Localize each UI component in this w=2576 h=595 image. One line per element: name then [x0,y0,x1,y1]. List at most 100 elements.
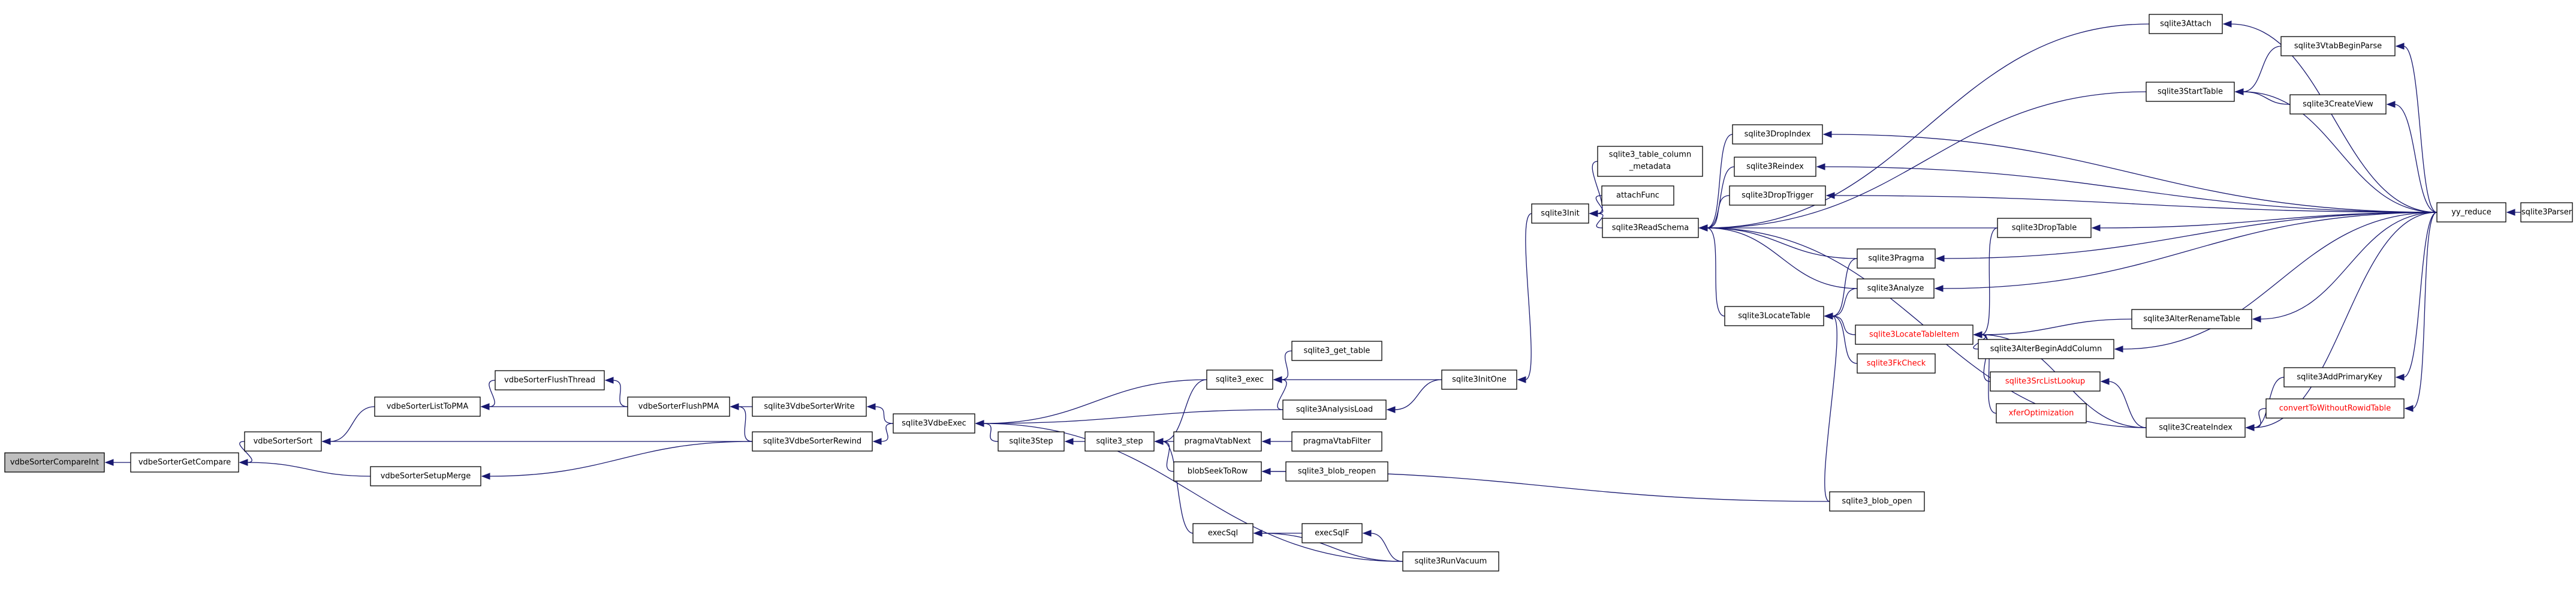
edge-sqlite3StartTable-sqlite3CreateView [2234,88,2291,105]
node-convertToWithoutRowidTable[interactable]: convertToWithoutRowidTable [2265,398,2405,419]
node-box [1285,461,1388,482]
node-sqlite3CreateIndex[interactable]: sqlite3CreateIndex [2146,417,2246,438]
node-sqlite3_blob_reopen[interactable]: sqlite3_blob_reopen [1285,461,1388,482]
node-box [1192,523,1254,543]
node-sqlite3_exec[interactable]: sqlite3_exec [1206,369,1273,390]
node-vdbeSorterSetupMerge[interactable]: vdbeSorterSetupMerge [370,466,481,486]
node-label: sqlite3DropIndex [1745,130,1811,139]
node-sqlite3Step[interactable]: sqlite3Step [998,431,1065,452]
node-label: sqlite3VtabBeginParse [2294,42,2382,51]
node-sqlite3DropIndex[interactable]: sqlite3DropIndex [1732,124,1823,145]
edge-sqlite3VdbeExec-sqlite3AnalysisLoad [975,409,1284,427]
edge-vdbeSorterListToPMA-vdbeSorterFlushPMA [480,403,628,410]
node-sqlite3VdbeExec[interactable]: sqlite3VdbeExec [893,413,975,434]
node-sqlite3LocateTable[interactable]: sqlite3LocateTable [1724,306,1824,326]
node-sqlite3Attach[interactable]: sqlite3Attach [2149,14,2223,34]
node-sqlite3AlterRenameTable[interactable]: sqlite3AlterRenameTable [2131,309,2252,329]
node-label: vdbeSorterGetCompare [138,458,231,467]
edge-sqlite3LocateTableItem-sqlite3AlterRenameTable [1973,318,2132,338]
node-sqlite3AnalysisLoad[interactable]: sqlite3AnalysisLoad [1282,399,1387,420]
node-vdbeSorterFlushPMA[interactable]: vdbeSorterFlushPMA [627,396,730,417]
node-sqlite3CreateView[interactable]: sqlite3CreateView [2289,94,2387,115]
node-xferOptimization[interactable]: xferOptimization [1996,403,2087,423]
node-yy_reduce[interactable]: yy_reduce [2436,202,2506,223]
node-label: pragmaVtabNext [1185,437,1251,446]
node-sqlite3DropTable[interactable]: sqlite3DropTable [1997,218,2092,238]
node-box [2283,367,2396,387]
edge-sqlite3AnalysisLoad-sqlite3InitOne [1386,379,1442,413]
node-sqlite3DropTrigger[interactable]: sqlite3DropTrigger [1729,185,1826,206]
node-box [998,431,1065,452]
node-sqlite3SrcListLookup[interactable]: sqlite3SrcListLookup [1990,371,2101,392]
node-box [1857,248,1936,269]
node-sqlite3AddPrimaryKey[interactable]: sqlite3AddPrimaryKey [2283,367,2396,387]
node-box [1601,185,1674,206]
node-vdbeSorterGetCompare[interactable]: vdbeSorterGetCompare [130,452,239,473]
edge-sqlite3AddPrimaryKey-yy_reduce [2395,212,2438,381]
node-vdbeSorterFlushThread[interactable]: vdbeSorterFlushThread [495,370,605,390]
node-label: sqlite3_step [1096,437,1143,446]
node-blobSeekToRow[interactable]: blobSeekToRow [1173,461,1262,482]
node-attachFunc[interactable]: attachFunc [1601,185,1674,206]
edge-vdbeSorterSetupMerge-sqlite3VdbeSorterRewind [481,441,753,480]
edge-sqlite3AlterBeginAddColumn-yy_reduce [2114,212,2438,353]
edge-sqlite3LocateTable-sqlite3Pragma [1824,258,1858,320]
node-label: sqlite3VdbeSorterRewind [763,437,861,446]
node-label: sqlite3RunVacuum [1415,557,1487,566]
node-sqlite3Reindex[interactable]: sqlite3Reindex [1734,157,1816,177]
node-box [1602,218,1699,238]
node-box [1996,403,2087,423]
node-box [130,452,239,473]
node-sqlite3LocateTableItem[interactable]: sqlite3LocateTableItem [1855,324,1974,345]
edge-sqlite3Attach-yy_reduce [2222,20,2438,213]
node-box [752,431,873,452]
node-box [2146,417,2246,438]
node-sqlite3AlterBeginAddColumn[interactable]: sqlite3AlterBeginAddColumn [1978,339,2114,359]
node-box [2289,94,2387,115]
node-sqlite3VtabBeginParse[interactable]: sqlite3VtabBeginParse [2280,36,2396,56]
edge-sqlite3LocateTableItem-sqlite3DropTable [1973,227,1998,338]
node-sqlite3Pragma[interactable]: sqlite3Pragma [1857,248,1936,269]
node-sqlite3FkCheck[interactable]: sqlite3FkCheck [1857,353,1936,374]
node-sqlite3ReadSchema[interactable]: sqlite3ReadSchema [1602,218,1699,238]
edge-sqlite3VdbeExec-sqlite3RunVacuum [975,420,1403,562]
node-execSqlF[interactable]: execSqlF [1301,523,1363,543]
node-sqlite3Analyze[interactable]: sqlite3Analyze [1857,278,1935,299]
node-label: sqlite3CreateIndex [2159,423,2232,432]
edge-sqlite3LocateTable-sqlite3_blob_open [1824,312,1837,502]
node-execSql[interactable]: execSql [1192,523,1254,543]
node-sqlite3RunVacuum[interactable]: sqlite3RunVacuum [1402,551,1499,572]
edge-execSql-sqlite3RunVacuum [1253,530,1403,562]
node-label: pragmaVtabFilter [1303,437,1372,446]
node-pragmaVtabFilter[interactable]: pragmaVtabFilter [1291,431,1382,452]
node-sqlite3VdbeSorterRewind[interactable]: sqlite3VdbeSorterRewind [752,431,873,452]
node-vdbeSorterListToPMA[interactable]: vdbeSorterListToPMA [374,396,481,417]
node-box [1597,146,1703,177]
edge-sqlite3ReadSchema-sqlite3Analyze [1698,224,1858,289]
edge-sqlite3ReadSchema-sqlite3DropIndex [1698,134,1733,232]
node-label: sqlite3Reindex [1746,163,1804,172]
edge-sqlite3ReadSchema-sqlite3DropTrigger [1698,195,1730,232]
node-label: sqlite3LocateTableItem [1869,330,1959,339]
edge-sqlite3Pragma-yy_reduce [1935,212,2438,262]
node-label: vdbeSorterSort [254,437,313,446]
node-sqlite3_table_column_metadata[interactable]: sqlite3_table_column_metadata [1597,146,1703,177]
edge-sqlite3Analyze-yy_reduce [1934,212,2438,292]
edge-sqlite3Init-sqlite3ReadSchema [1589,210,1604,229]
node-sqlite3_get_table[interactable]: sqlite3_get_table [1291,341,1382,361]
node-sqlite3StartTable[interactable]: sqlite3StartTable [2146,82,2235,102]
node-label: sqlite3Step [1009,437,1053,446]
node-vdbeSorterSort[interactable]: vdbeSorterSort [244,431,322,452]
node-sqlite3Init[interactable]: sqlite3Init [1531,203,1589,224]
node-sqlite3_step[interactable]: sqlite3_step [1084,431,1155,452]
node-pragmaVtabNext[interactable]: pragmaVtabNext [1173,431,1262,452]
node-sqlite3Parser[interactable]: sqlite3Parser [2520,202,2573,223]
node-sqlite3_blob_open[interactable]: sqlite3_blob_open [1829,491,1925,512]
node-box [1857,353,1936,374]
edges-layer [104,20,2521,562]
node-sqlite3InitOne[interactable]: sqlite3InitOne [1441,369,1517,390]
edge-convertToWithoutRowidTable-yy_reduce [2404,212,2438,412]
edge-yy_reduce-sqlite3Parser [2506,209,2521,216]
node-label: sqlite3_exec [1216,375,1264,384]
node-sqlite3VdbeSorterWrite[interactable]: sqlite3VdbeSorterWrite [752,396,867,417]
